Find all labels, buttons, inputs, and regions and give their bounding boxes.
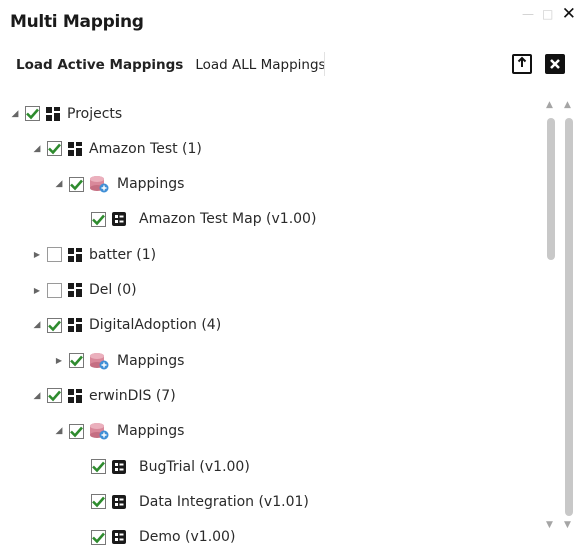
tree-node-label: batter (1) (89, 246, 157, 263)
mappings-db-icon (89, 352, 109, 370)
node-checkbox[interactable] (47, 141, 62, 157)
expand-arrow-icon[interactable]: ▶ (33, 250, 41, 260)
mapping-tabs: Load Active Mappings Load ALL Mappings (10, 52, 332, 78)
tree-node-label: Mappings (117, 423, 185, 440)
node-checkbox[interactable] (91, 494, 106, 510)
tree-node[interactable]: ▶BugTrial (v1.00) (74, 449, 250, 484)
vertical-scrollbars[interactable]: ▲ ▲ ▼ ▼ (544, 100, 580, 540)
node-checkbox[interactable] (69, 423, 84, 439)
tree-node[interactable]: ◢ Mappings (52, 414, 184, 449)
map-doc-icon (111, 211, 127, 227)
scroll-thumb[interactable] (565, 118, 573, 516)
project-grid-icon (67, 141, 83, 157)
tree-node-label: BugTrial (v1.00) (139, 458, 250, 475)
tree-node[interactable]: ◢ erwinDIS (7) (30, 378, 176, 413)
tree-node-label: Demo (v1.00) (139, 529, 236, 546)
tab-divider (324, 52, 325, 76)
node-checkbox[interactable] (47, 388, 62, 404)
tree-node-label: erwinDIS (7) (89, 387, 176, 404)
collapse-arrow-icon[interactable]: ◢ (33, 320, 41, 331)
node-checkbox[interactable] (91, 211, 106, 227)
minimize-icon[interactable]: — (522, 7, 534, 21)
tree-node[interactable]: ▶ Mappings (52, 343, 184, 378)
project-grid-icon (67, 317, 83, 333)
tree-node-label: Projects (67, 105, 123, 122)
tree-node-label: Amazon Test (1) (89, 140, 202, 157)
node-checkbox[interactable] (25, 106, 40, 121)
tree-node[interactable]: ▶ Del (0) (30, 273, 137, 308)
mappings-db-icon (89, 423, 109, 440)
tree-node-label: Mappings (117, 176, 185, 193)
collapse-arrow-icon[interactable]: ◢ (33, 143, 41, 154)
expand-arrow-icon[interactable]: ▶ (33, 285, 41, 295)
tree-node-label: Data Integration (v1.01) (139, 493, 309, 510)
map-doc-icon (111, 529, 127, 545)
tree-node[interactable]: ▶Amazon Test Map (v1.00) (74, 202, 316, 237)
collapse-arrow-icon[interactable]: ◢ (55, 179, 63, 190)
node-checkbox[interactable] (47, 317, 62, 333)
tree-node[interactable]: ▶Demo (v1.00) (74, 520, 235, 555)
tab-load-all-mappings[interactable]: Load ALL Mappings (195, 57, 326, 73)
project-grid-icon (67, 388, 83, 404)
scroll-up-icon[interactable]: ▲ (546, 100, 553, 110)
scroll-down-icon[interactable]: ▼ (546, 520, 553, 530)
scroll-up-icon[interactable]: ▲ (564, 100, 571, 110)
project-grid-icon (67, 247, 83, 263)
tree-node[interactable]: ▶ batter (1) (30, 237, 156, 272)
node-checkbox[interactable] (47, 282, 62, 298)
node-checkbox[interactable] (47, 247, 62, 263)
mappings-db-icon (89, 176, 109, 193)
export-upload-icon (517, 56, 527, 67)
tree-node-label: DigitalAdoption (4) (89, 317, 222, 334)
scroll-thumb[interactable] (547, 118, 555, 260)
close-button[interactable] (545, 54, 565, 74)
project-grid-icon (45, 106, 61, 122)
close-x-icon (550, 59, 560, 69)
title-bar: Multi Mapping — □ ✕ (0, 0, 584, 44)
map-doc-icon (111, 494, 127, 510)
node-checkbox[interactable] (69, 176, 84, 192)
node-checkbox[interactable] (91, 459, 106, 474)
scroll-down-icon[interactable]: ▼ (564, 520, 571, 530)
tab-load-active-mappings[interactable]: Load Active Mappings (16, 57, 184, 73)
collapse-arrow-icon[interactable]: ◢ (11, 108, 19, 119)
mapping-tree: ◢Projects◢Amazon Test (1)◢Mappings▶Amazo… (0, 96, 540, 546)
tree-node[interactable]: ▶Data Integration (v1.01) (74, 484, 309, 519)
tree-node-label: Del (0) (89, 282, 137, 298)
node-checkbox[interactable] (91, 529, 106, 545)
expand-arrow-icon[interactable]: ▶ (55, 356, 63, 366)
maximize-icon[interactable]: □ (542, 7, 554, 21)
export-button[interactable] (512, 54, 532, 74)
window-close-icon[interactable]: ✕ (561, 4, 576, 24)
tree-node[interactable]: ◢ Amazon Test (1) (30, 131, 202, 166)
project-grid-icon (67, 282, 83, 298)
collapse-arrow-icon[interactable]: ◢ (55, 426, 63, 437)
collapse-arrow-icon[interactable]: ◢ (33, 390, 41, 401)
window-title: Multi Mapping (10, 12, 144, 32)
tree-node-label: Amazon Test Map (v1.00) (139, 211, 317, 228)
tree-node[interactable]: ◢ Mappings (52, 167, 184, 202)
tree-node[interactable]: ◢ Projects (8, 96, 123, 131)
tree-node[interactable]: ◢ DigitalAdoption (4) (30, 308, 222, 343)
tree-node-label: Mappings (117, 352, 185, 369)
node-checkbox[interactable] (69, 353, 84, 369)
map-doc-icon (111, 459, 127, 475)
